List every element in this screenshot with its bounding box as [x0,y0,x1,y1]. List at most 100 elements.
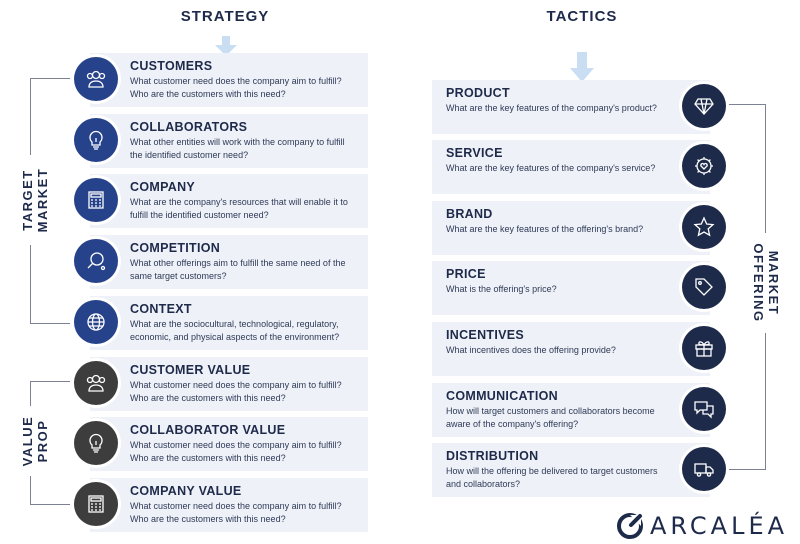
tactics-title: TACTICS [546,8,618,25]
tactics-card-product: PRODUCT What are the key features of the… [432,80,710,134]
card-desc-line1: What are the key features of the company… [446,103,657,113]
card-desc-line1: How will target customers and collaborat… [446,406,655,416]
card-desc-line1: What are the key features of the offerin… [446,224,644,234]
card-title: PRODUCT [446,86,510,100]
calculator-icon [74,482,118,526]
tactics-card-service: SERVICE What are the key features of the… [432,140,710,194]
card-desc-line2: fulfill the identified customer need? [130,209,269,220]
strategy-card-company-value: COMPANY VALUE What customer need does th… [90,478,368,532]
card-desc-line1: What customer need does the company aim … [130,501,342,511]
arcalea-logo-text: ARCALÉA [650,512,789,540]
strategy-card-company: COMPANY What are the company's resources… [90,174,368,228]
card-title: COLLABORATOR VALUE [130,423,286,437]
card-desc: How will the offering be delivered to ta… [446,465,657,490]
card-title: SERVICE [446,146,503,160]
gear-heart-icon [682,144,726,188]
card-desc-line2: Who are the customers with this need? [130,392,286,403]
card-title: COMPANY VALUE [130,484,242,498]
card-desc: What are the company's resources that wi… [130,196,348,221]
strategy-card-context: CONTEXT What are the sociocultural, tech… [90,296,368,350]
card-title: BRAND [446,207,493,221]
globe-icon [74,300,118,344]
card-desc-line2: Who are the customers with this need? [130,88,286,99]
card-desc: What are the sociocultural, technologica… [130,318,339,343]
market-offering-label-line1: MARKET [766,250,781,316]
market-offering-label: MARKET OFFERING [751,233,781,333]
card-desc-line1: What incentives does the offering provid… [446,345,616,355]
card-title: COMPETITION [130,241,221,255]
target-market-label-line2: MARKET [35,167,50,233]
card-desc-line1: What customer need does the company aim … [130,440,342,450]
card-title: COMPANY [130,180,196,194]
card-desc: What are the key features of the company… [446,162,655,175]
arcalea-logo-icon [617,513,643,539]
chat-bubbles-icon [682,387,726,431]
calculator-icon [74,178,118,222]
customers-icon [74,57,118,101]
strategy-card-collaborators: COLLABORATORS What other entities will w… [90,114,368,168]
card-desc-line1: What are the key features of the company… [446,163,656,173]
strategy-card-customers: CUSTOMERS What customer need does the co… [90,53,368,107]
value-prop-label-line2: PROP [35,419,50,463]
tactics-card-brand: BRAND What are the key features of the o… [432,201,710,255]
target-market-label: TARGET MARKET [20,155,50,245]
truck-icon [682,447,726,491]
strategy-title: STRATEGY [180,8,270,25]
card-title: CUSTOMER VALUE [130,363,251,377]
card-desc: What other offerings aim to fulfill the … [130,257,345,282]
strategy-card-competition: COMPETITION What other offerings aim to … [90,235,368,289]
card-desc: What customer need does the company aim … [130,439,342,464]
card-desc-line1: What is the offering's price? [446,284,557,294]
card-desc-line2: Who are the customers with this need? [130,513,286,524]
star-icon [682,205,726,249]
tactics-arrow-icon [570,52,594,82]
card-desc-line2: same target customers? [130,270,227,281]
card-desc: What other entities will work with the c… [130,136,345,161]
card-desc-line2: the identified customer need? [130,149,249,160]
card-desc: What are the key features of the company… [446,102,657,115]
card-desc-line1: What other entities will work with the c… [130,137,345,147]
card-title: INCENTIVES [446,328,525,342]
card-desc: How will target customers and collaborat… [446,405,655,430]
card-title: CUSTOMERS [130,59,213,73]
ping-pong-icon [74,239,118,283]
lightbulb-icon [74,118,118,162]
card-title: DISTRIBUTION [446,449,539,463]
strategy-arrow-icon [215,36,237,56]
card-desc-line2: and collaborators? [446,478,521,489]
card-desc-line1: What other offerings aim to fulfill the … [130,258,346,268]
card-desc-line1: How will the offering be delivered to ta… [446,466,658,476]
diamond-icon [682,84,726,128]
card-desc: What customer need does the company aim … [130,500,342,525]
tactics-card-incentives: INCENTIVES What incentives does the offe… [432,322,710,376]
value-prop-label: VALUE PROP [20,406,50,476]
card-desc-line1: What customer need does the company aim … [130,76,342,86]
card-desc-line2: economic, and physical aspects of the en… [130,331,340,342]
target-market-label-line1: TARGET [20,169,35,231]
price-tag-icon [682,265,726,309]
card-desc: What are the key features of the offerin… [446,223,643,236]
value-prop-label-line1: VALUE [20,415,35,467]
card-desc-line1: What are the sociocultural, technologica… [130,319,339,329]
card-desc: What customer need does the company aim … [130,379,342,404]
card-desc: What customer need does the company aim … [130,75,342,100]
tactics-card-price: PRICE What is the offering's price? [432,261,710,315]
card-title: CONTEXT [130,302,192,316]
card-desc-line2: aware of the company's offering? [446,418,579,429]
lightbulb-icon [74,421,118,465]
card-desc: What incentives does the offering provid… [446,344,616,357]
card-title: PRICE [446,267,486,281]
card-title: COLLABORATORS [130,120,248,134]
card-desc-line1: What customer need does the company aim … [130,380,342,390]
customers-icon [74,361,118,405]
gift-icon [682,326,726,370]
strategy-card-collaborator-value: COLLABORATOR VALUE What customer need do… [90,417,368,471]
tactics-card-distribution: DISTRIBUTION How will the offering be de… [432,443,710,497]
card-desc: What is the offering's price? [446,283,557,296]
card-desc-line2: Who are the customers with this need? [130,452,286,463]
tactics-card-communication: COMMUNICATION How will target customers … [432,383,710,437]
strategy-card-customer-value: CUSTOMER VALUE What customer need does t… [90,357,368,411]
card-title: COMMUNICATION [446,389,558,403]
card-desc-line1: What are the company's resources that wi… [130,197,348,207]
market-offering-label-line2: OFFERING [751,243,766,323]
